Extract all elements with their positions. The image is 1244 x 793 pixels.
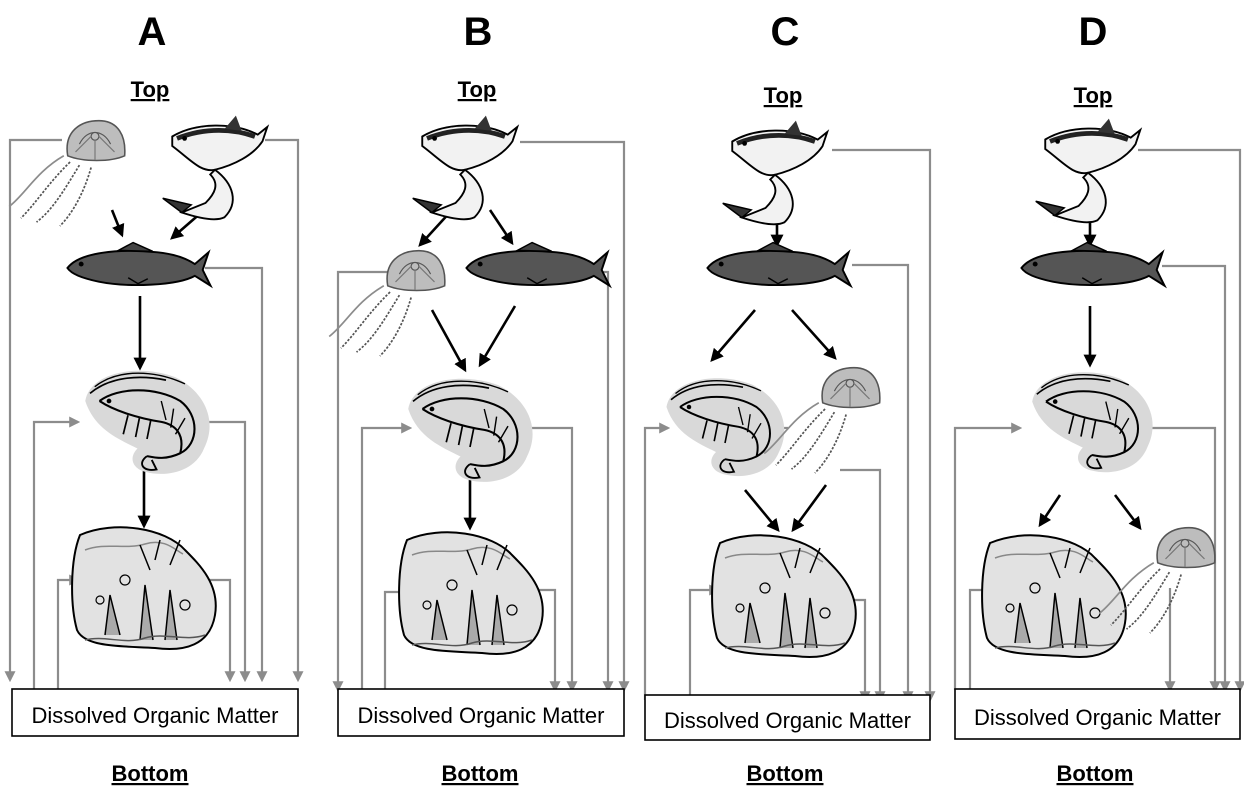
panel-letter: A bbox=[138, 10, 167, 54]
uptake-arrow bbox=[34, 422, 78, 690]
dom-label: Dissolved Organic Matter bbox=[358, 703, 605, 728]
feeding-arrow bbox=[432, 310, 465, 370]
shark-icon bbox=[163, 116, 268, 222]
panel-letter: B bbox=[464, 10, 493, 54]
jellyfish-icon bbox=[9, 121, 125, 226]
jellyfish-icon bbox=[329, 251, 445, 356]
feeding-arrow bbox=[793, 485, 826, 530]
bottom-label: Bottom bbox=[1057, 761, 1134, 786]
shark-icon bbox=[1036, 119, 1141, 225]
uptake-arrow bbox=[645, 428, 668, 700]
excretion-arrow bbox=[530, 428, 572, 690]
excretion-arrow bbox=[10, 140, 62, 680]
fish-icon bbox=[466, 243, 609, 286]
feeding-arrow bbox=[490, 210, 512, 243]
panel-letter: C bbox=[771, 10, 800, 54]
shrimp-icon bbox=[408, 379, 532, 482]
bottom-label: Bottom bbox=[112, 761, 189, 786]
bottom-label: Bottom bbox=[442, 761, 519, 786]
shrimp-icon bbox=[85, 371, 209, 474]
feeding-arrow bbox=[712, 310, 755, 360]
shrimp-icon bbox=[667, 378, 785, 476]
shrimp-icon bbox=[1032, 372, 1152, 472]
phytoplankton-icon bbox=[399, 532, 543, 654]
excretion-arrow bbox=[595, 272, 608, 690]
fish-icon bbox=[1021, 243, 1164, 286]
shark-icon bbox=[413, 116, 518, 222]
top-label: Top bbox=[458, 77, 497, 102]
phytoplankton-icon bbox=[72, 527, 216, 649]
phytoplankton-icon bbox=[982, 535, 1126, 657]
shark-icon bbox=[723, 121, 828, 227]
feeding-arrow bbox=[1040, 495, 1060, 525]
feeding-arrow bbox=[112, 210, 122, 235]
dom-label: Dissolved Organic Matter bbox=[664, 708, 911, 733]
excretion-arrow bbox=[265, 140, 298, 680]
top-label: Top bbox=[131, 77, 170, 102]
dom-label: Dissolved Organic Matter bbox=[974, 705, 1221, 730]
feeding-arrow bbox=[1115, 495, 1140, 528]
top-label: Top bbox=[1074, 83, 1113, 108]
feeding-arrow bbox=[745, 490, 778, 530]
top-label: Top bbox=[764, 83, 803, 108]
dom-label: Dissolved Organic Matter bbox=[32, 703, 279, 728]
bottom-label: Bottom bbox=[747, 761, 824, 786]
excretion-arrow bbox=[208, 422, 245, 680]
phytoplankton-icon bbox=[712, 535, 856, 657]
panel-letter: D bbox=[1079, 10, 1108, 54]
fish-icon bbox=[67, 243, 210, 286]
feeding-arrow bbox=[792, 310, 835, 358]
feeding-arrow bbox=[480, 306, 515, 365]
fish-icon bbox=[707, 243, 850, 286]
